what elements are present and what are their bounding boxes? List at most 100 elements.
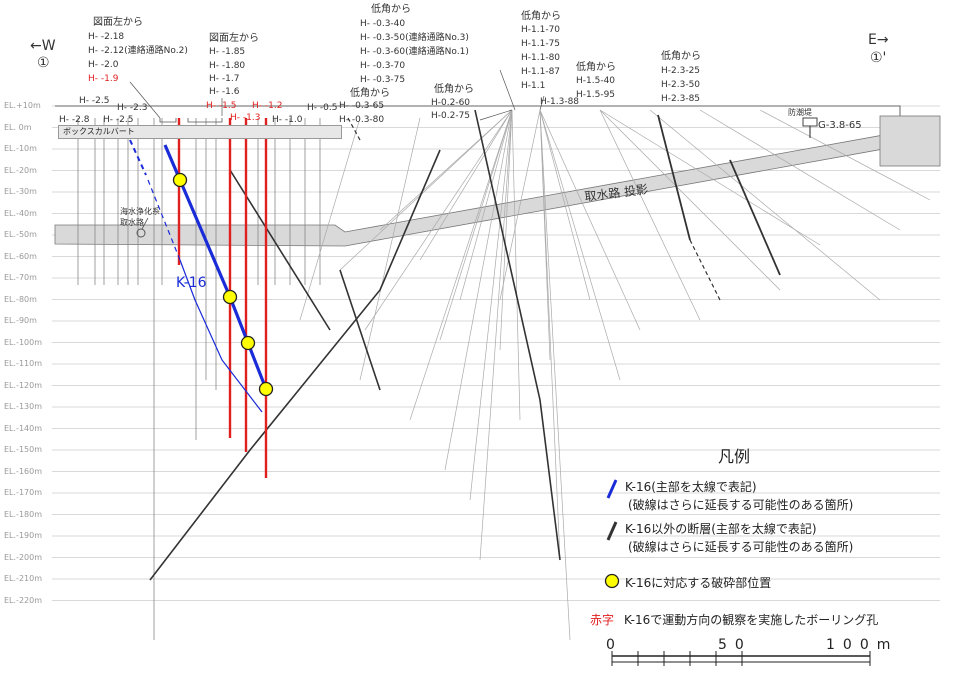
- inclined-borehole-line: [419, 109, 513, 261]
- elevation-label: EL.-190m: [4, 531, 43, 540]
- inclined-borehole-line: [599, 109, 701, 321]
- inclined-borehole-line: [599, 109, 821, 246]
- east-mark: ①': [870, 50, 887, 66]
- elevation-label: EL.-170m: [4, 488, 43, 497]
- inclined-borehole-line: [479, 109, 513, 561]
- intake-leader: [141, 217, 149, 230]
- elevation-label: EL.-30m: [4, 187, 37, 196]
- legend-k16-1: K-16(主部を太線で表記): [625, 480, 757, 494]
- group2-line-2: H- -1.80: [209, 61, 246, 71]
- legend-other-symbol: [606, 521, 618, 541]
- group3-line-1: H- -0.3-40: [360, 19, 406, 29]
- scale-label-100: 100m: [826, 637, 899, 653]
- inclined-borehole-line: [444, 109, 513, 471]
- elevation-label: EL.-200m: [4, 552, 43, 562]
- other-fault: [474, 109, 561, 561]
- legend-title: 凡例: [718, 447, 751, 466]
- legend-other-2: (破線はさらに延長する可能性のある箇所): [628, 540, 854, 554]
- elevation-label: EL.+10m: [4, 101, 41, 110]
- elevation-label: EL.-220m: [4, 595, 43, 605]
- elevation-label: EL.-40m: [4, 208, 37, 218]
- group1-line-1: H- -2.18: [88, 32, 125, 42]
- label-g38: G-3.8-65: [818, 120, 862, 131]
- group3-line-2: H- -0.3-50(連絡通路No.3): [360, 33, 469, 43]
- elevation-label: EL.-100m: [4, 337, 43, 347]
- other-fault: [149, 149, 441, 581]
- group1-line-2: H- -2.12(連絡通路No.2): [88, 46, 188, 56]
- inclined-borehole-line: [499, 109, 513, 351]
- west-mark: ①: [37, 55, 50, 71]
- group2-title: 図面左から: [209, 33, 259, 44]
- inclined-borehole-line: [539, 109, 591, 301]
- group6-line-1: H-1.1-70: [521, 25, 561, 35]
- other-fault: [657, 114, 691, 241]
- bracket: [159, 118, 177, 123]
- elevation-label: EL.-110m: [4, 359, 43, 368]
- group1-line-3: H- -2.0: [88, 60, 119, 70]
- group8-line-1: H-2.3-25: [661, 66, 701, 76]
- inclined-borehole-line: [511, 109, 521, 421]
- elevation-label: EL.-90m: [4, 316, 37, 325]
- inclined-borehole-line: [439, 109, 513, 341]
- east-direction: E→: [868, 32, 889, 48]
- group3-line-4: H- -0.3-70: [360, 61, 406, 71]
- elevation-label: EL.-210m: [4, 574, 43, 583]
- inclined-borehole-line: [539, 109, 561, 561]
- seawall-block: [879, 115, 941, 167]
- group5-line-1: H- -0.3-65: [339, 101, 385, 111]
- group4-line-1: H-0.2-60: [431, 98, 471, 108]
- hole-label-2: H- -2.3: [117, 103, 148, 113]
- group2-line-3: H- -1.7: [209, 74, 240, 84]
- elevation-label: EL.-10m: [4, 144, 37, 153]
- legend-crush-symbol: [604, 573, 620, 589]
- elevation-label: EL.-180m: [4, 509, 43, 519]
- inclined-borehole-line: [599, 109, 781, 291]
- intake-marker: [136, 228, 146, 238]
- group5-line-2: H- -0.3-80: [339, 115, 385, 125]
- group2-line-1: H- -1.85: [209, 47, 246, 57]
- group3-line-3: H- -0.3-60(連絡通路No.1): [360, 47, 469, 57]
- elevation-label: EL.-70m: [4, 273, 37, 282]
- group8-title: 低角から: [661, 51, 701, 62]
- elevation-label: EL.-130m: [4, 402, 43, 411]
- elevation-label: EL. 0m: [4, 122, 32, 132]
- legend-k16-2: (破線はさらに延長する可能性のある箇所): [628, 498, 854, 512]
- label-seawall: 防潮堤: [788, 108, 812, 117]
- bracket: [187, 118, 223, 123]
- inclined-borehole-line: [299, 117, 361, 321]
- elevation-label: EL.-150m: [4, 445, 43, 454]
- group4-line-2: H-0.2-75: [431, 111, 471, 121]
- other-fault-dashed: [689, 239, 721, 301]
- inclined-borehole-line: [364, 109, 513, 331]
- inclined-borehole-line: [539, 109, 571, 641]
- crush-zone-marker: [240, 335, 256, 351]
- group2-line-4: H- -1.6: [209, 87, 240, 97]
- inclined-borehole-line: [469, 109, 513, 501]
- group8-line-3: H-2.3-85: [661, 94, 701, 104]
- crush-zone-marker: [258, 381, 274, 397]
- legend-red-word: 赤字: [590, 613, 615, 627]
- seawall-icon: [802, 117, 818, 127]
- elevation-label: EL.-60m: [4, 251, 37, 261]
- hole-label-4: H- -2.5: [103, 115, 134, 125]
- inclined-borehole-line: [339, 109, 513, 271]
- group4-title: 低角から: [434, 84, 474, 95]
- hole-label-red-2: H- -1.2: [252, 101, 283, 111]
- other-fault: [339, 269, 381, 391]
- inclined-borehole-line: [699, 109, 901, 231]
- elevation-label: EL.-140m: [4, 423, 43, 433]
- hole-label-3: H- -2.8: [59, 115, 90, 125]
- annotation-leader: [129, 81, 161, 119]
- group1-red-line: H- -1.9: [88, 74, 119, 84]
- annotation-leader: [479, 109, 513, 121]
- hole-label-1: H- -2.5: [79, 96, 110, 106]
- label-intake: 海水浄化系取水路: [120, 207, 160, 227]
- elevation-label: EL.-80m: [4, 294, 37, 304]
- legend-red-desc: K-16で運動方向の観察を実施したボーリング孔: [624, 613, 879, 627]
- elevation-label: EL.-50m: [4, 230, 37, 239]
- inclined-borehole-line: [759, 109, 931, 201]
- group7-title: 低角から: [576, 62, 616, 73]
- inclined-borehole-line: [379, 109, 513, 231]
- group3-title: 低角から: [371, 4, 411, 15]
